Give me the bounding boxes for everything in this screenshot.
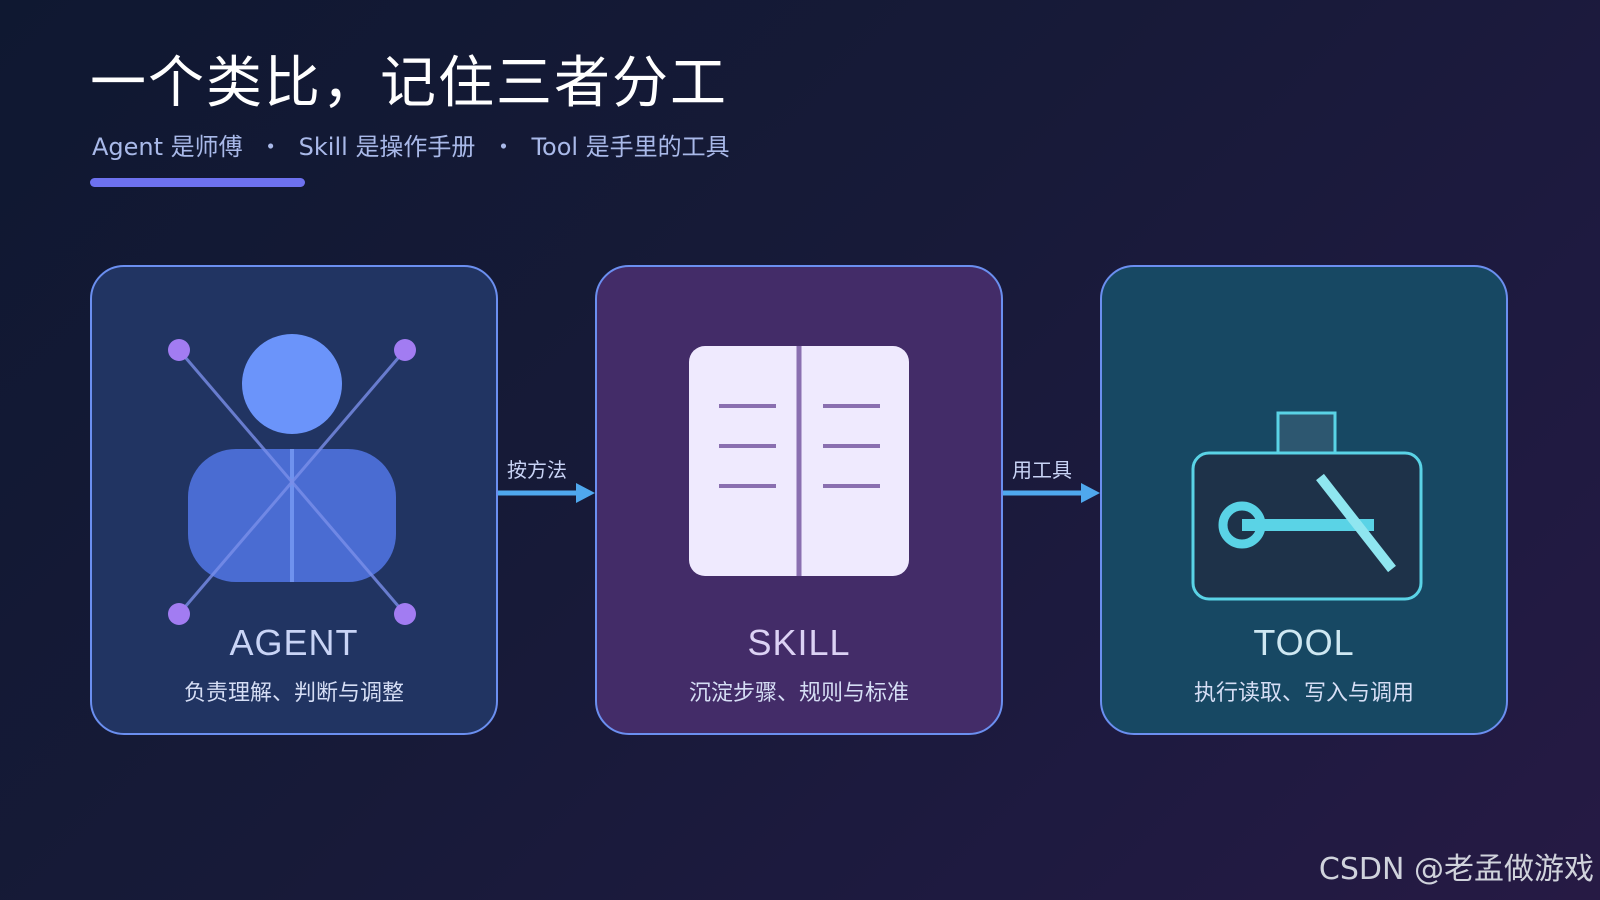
skill-card-description: 沉淀步骤、规则与标准 xyxy=(688,681,909,706)
tool-card: TOOL 执行读取、写入与调用 xyxy=(1100,265,1508,735)
agent-card: AGENT 负责理解、判断与调整 xyxy=(90,265,498,735)
subtitle-skill: Skill 是操作手册 xyxy=(298,133,476,161)
subtitle: Agent 是师傅・Skill 是操作手册・Tool 是手里的工具 xyxy=(92,127,730,162)
skill-card-title: SKILL xyxy=(747,622,851,663)
skill-card: SKILL 沉淀步骤、规则与标准 xyxy=(595,265,1003,735)
toolbox-icon xyxy=(1191,411,1423,601)
watermark: CSDN @老孟做游戏 xyxy=(1318,852,1594,887)
open-book-icon xyxy=(689,346,909,576)
connector-label-tool: 用工具 xyxy=(1012,458,1072,482)
arrow-right-icon xyxy=(1003,483,1100,503)
agent-card-description: 负责理解、判断与调整 xyxy=(183,681,404,706)
subtitle-separator: ・ xyxy=(491,133,516,161)
page-title: 一个类比，记住三者分工 xyxy=(90,51,728,116)
arrow-right-icon xyxy=(498,483,595,503)
agent-person-icon xyxy=(168,334,416,625)
subtitle-tool: Tool 是手里的工具 xyxy=(531,133,730,161)
tool-card-title: TOOL xyxy=(1253,622,1355,663)
tool-card-description: 执行读取、写入与调用 xyxy=(1193,681,1414,706)
connector-label-method: 按方法 xyxy=(507,458,567,482)
title-underline xyxy=(90,178,305,187)
agent-card-title: AGENT xyxy=(229,622,359,663)
subtitle-agent: Agent 是师傅 xyxy=(92,133,243,161)
subtitle-separator: ・ xyxy=(258,133,283,161)
